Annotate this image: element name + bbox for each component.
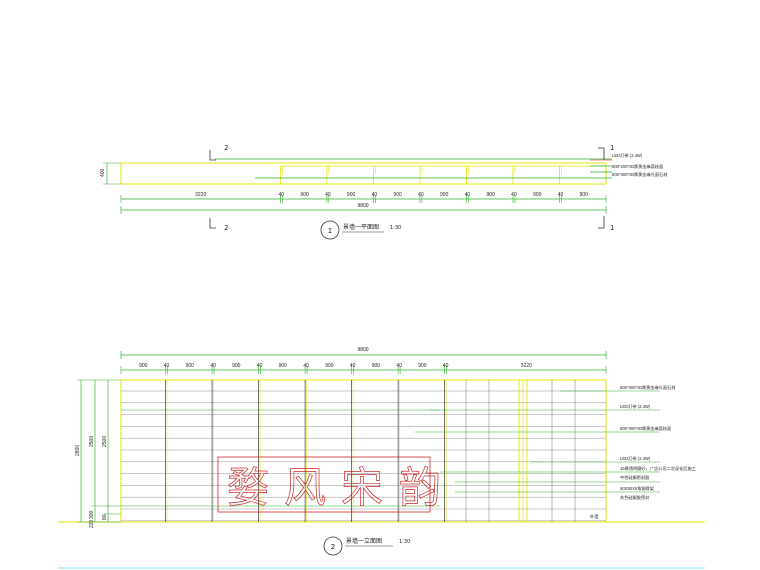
elev-bay-dim: 900 bbox=[372, 363, 381, 369]
plan-bay-ticks bbox=[120, 195, 607, 203]
plan-bay-dim: 900 bbox=[300, 192, 309, 198]
elevation-wall-outline bbox=[120, 379, 607, 523]
elev-height-dim-80: 80 bbox=[102, 514, 108, 520]
signage-char-4: 韵 bbox=[399, 463, 441, 512]
elev-bay-dim: 40 bbox=[350, 363, 356, 369]
section-mark-1-top-label: 1 bbox=[610, 144, 614, 152]
plan-bay-dim: 40 bbox=[279, 192, 285, 198]
plan-bay-dim: 900 bbox=[347, 192, 356, 198]
elevation-view: 婺 风 宋 韵 600*300*30厚黄金麻光面石材 LED灯带 (2.4W) … bbox=[58, 347, 705, 556]
elev-callout-3: 900*300*30厚黄金麻荔枝面 bbox=[620, 425, 671, 432]
elev-bay-dim: 40 bbox=[164, 363, 170, 369]
elevation-panel-rows bbox=[121, 390, 606, 521]
plan-bay-dim: 900 bbox=[440, 192, 449, 198]
signage-char-1: 婺 bbox=[227, 463, 269, 512]
elev-height-dim-total: 2800 bbox=[75, 445, 81, 456]
plan-bay-dim: 900 bbox=[533, 192, 542, 198]
elev-bay-dim-labels: 900 40 900 40 900 40 900 40 900 40 900 4… bbox=[139, 363, 532, 369]
elev-bay-dim: 3220 bbox=[521, 363, 532, 369]
elev-callout-1: 600*300*30厚黄金麻光面石材 bbox=[620, 384, 675, 391]
plan-bay-dim: 40 bbox=[511, 192, 517, 198]
elev-bay-dim: 40 bbox=[257, 363, 263, 369]
plan-bay-dim: 900 bbox=[487, 192, 496, 198]
elev-callout-5: 15厚透明磨砂，广告公司二次深化后施工 bbox=[620, 465, 696, 472]
plan-bay-dim: 40 bbox=[465, 192, 471, 198]
elev-height-dim-220: 220 bbox=[89, 519, 95, 528]
section-mark-2-top-label: 2 bbox=[224, 144, 228, 152]
plan-bay-dim: 3220 bbox=[195, 192, 206, 198]
elev-title: 景墙一立面图 bbox=[346, 537, 382, 545]
elev-bay-dim: 40 bbox=[443, 363, 449, 369]
plan-callout-2: 900*200*30厚黄金麻荔枝面 bbox=[612, 163, 663, 170]
plan-bay-dim: 40 bbox=[558, 192, 564, 198]
elev-bay-dim: 900 bbox=[232, 363, 241, 369]
elev-index-circle bbox=[323, 536, 343, 556]
elev-bay-dim: 900 bbox=[139, 363, 148, 369]
plan-bay-dim: 900 bbox=[393, 192, 402, 198]
plan-index-circle bbox=[320, 220, 340, 240]
elev-scale: 1:30 bbox=[399, 539, 410, 545]
elev-callout-2: LED灯带 (2.4W) bbox=[620, 403, 651, 410]
elev-width-dim: 9800 bbox=[357, 347, 368, 353]
plan-view: LED灯带 (2.4W) 900*200*30厚黄金麻荔枝面 600*300*3… bbox=[100, 144, 667, 240]
elev-bay-dim: 900 bbox=[186, 363, 195, 369]
signage-panel bbox=[217, 456, 431, 513]
section-mark-1-top bbox=[598, 147, 605, 160]
plan-bay-dim: 40 bbox=[372, 192, 378, 198]
plan-index-number: 1 bbox=[328, 227, 332, 235]
plan-callout-1: LED灯带 (2.4W) bbox=[612, 152, 643, 159]
plan-title: 景墙一平面图 bbox=[343, 223, 379, 231]
elev-callout-6: 中性硅酮密封胶 bbox=[620, 474, 649, 481]
elev-height-dim-mid: 2500 bbox=[89, 436, 95, 447]
elev-bay-dim: 900 bbox=[279, 363, 288, 369]
plan-bay-dim: 40 bbox=[418, 192, 424, 198]
plan-bay-dim: 900 bbox=[580, 192, 589, 198]
plan-callout-3: 600*300*30厚黄金麻光面石材 bbox=[612, 171, 667, 178]
plan-scale: 1:30 bbox=[390, 225, 401, 231]
elev-bay-ticks bbox=[120, 366, 607, 374]
section-mark-2-bottom bbox=[209, 218, 216, 229]
plan-width-dim: 9800 bbox=[357, 203, 368, 209]
section-mark-2-bottom-label: 2 bbox=[224, 224, 228, 232]
plan-bay-dim-labels: 3220 40 900 40 900 40 900 40 900 40 900 … bbox=[195, 192, 588, 198]
elev-height-dim-inner: 2500 bbox=[102, 436, 108, 447]
elev-height-dim-300: 300 bbox=[89, 510, 95, 519]
signage-char-3: 宋 bbox=[341, 463, 383, 512]
plan-posts bbox=[279, 166, 562, 184]
elev-callout-4: LED灯带 (2.4W) bbox=[620, 455, 651, 462]
elev-callout-9: 外墙 bbox=[590, 513, 598, 520]
elev-bay-dim: 40 bbox=[396, 363, 402, 369]
elev-bay-dim: 900 bbox=[418, 363, 427, 369]
section-mark-1-bottom-label: 1 bbox=[610, 224, 614, 232]
elev-bay-dim: 40 bbox=[210, 363, 216, 369]
section-mark-1-bottom bbox=[598, 216, 605, 229]
elev-bay-dim: 40 bbox=[303, 363, 309, 369]
elevation-panel-joints bbox=[165, 380, 576, 522]
plan-bay-dim: 40 bbox=[325, 192, 331, 198]
signage-char-2: 风 bbox=[284, 463, 326, 512]
section-mark-2-top bbox=[209, 150, 216, 161]
elev-index-number: 2 bbox=[331, 543, 335, 551]
elev-callout-7: 50X50X5角钢骨架 bbox=[620, 485, 654, 492]
elev-callout-8: 灰色硅酮胶密封 bbox=[620, 494, 649, 501]
elev-bay-dim: 900 bbox=[325, 363, 334, 369]
plan-height-dim: 400 bbox=[100, 168, 106, 177]
